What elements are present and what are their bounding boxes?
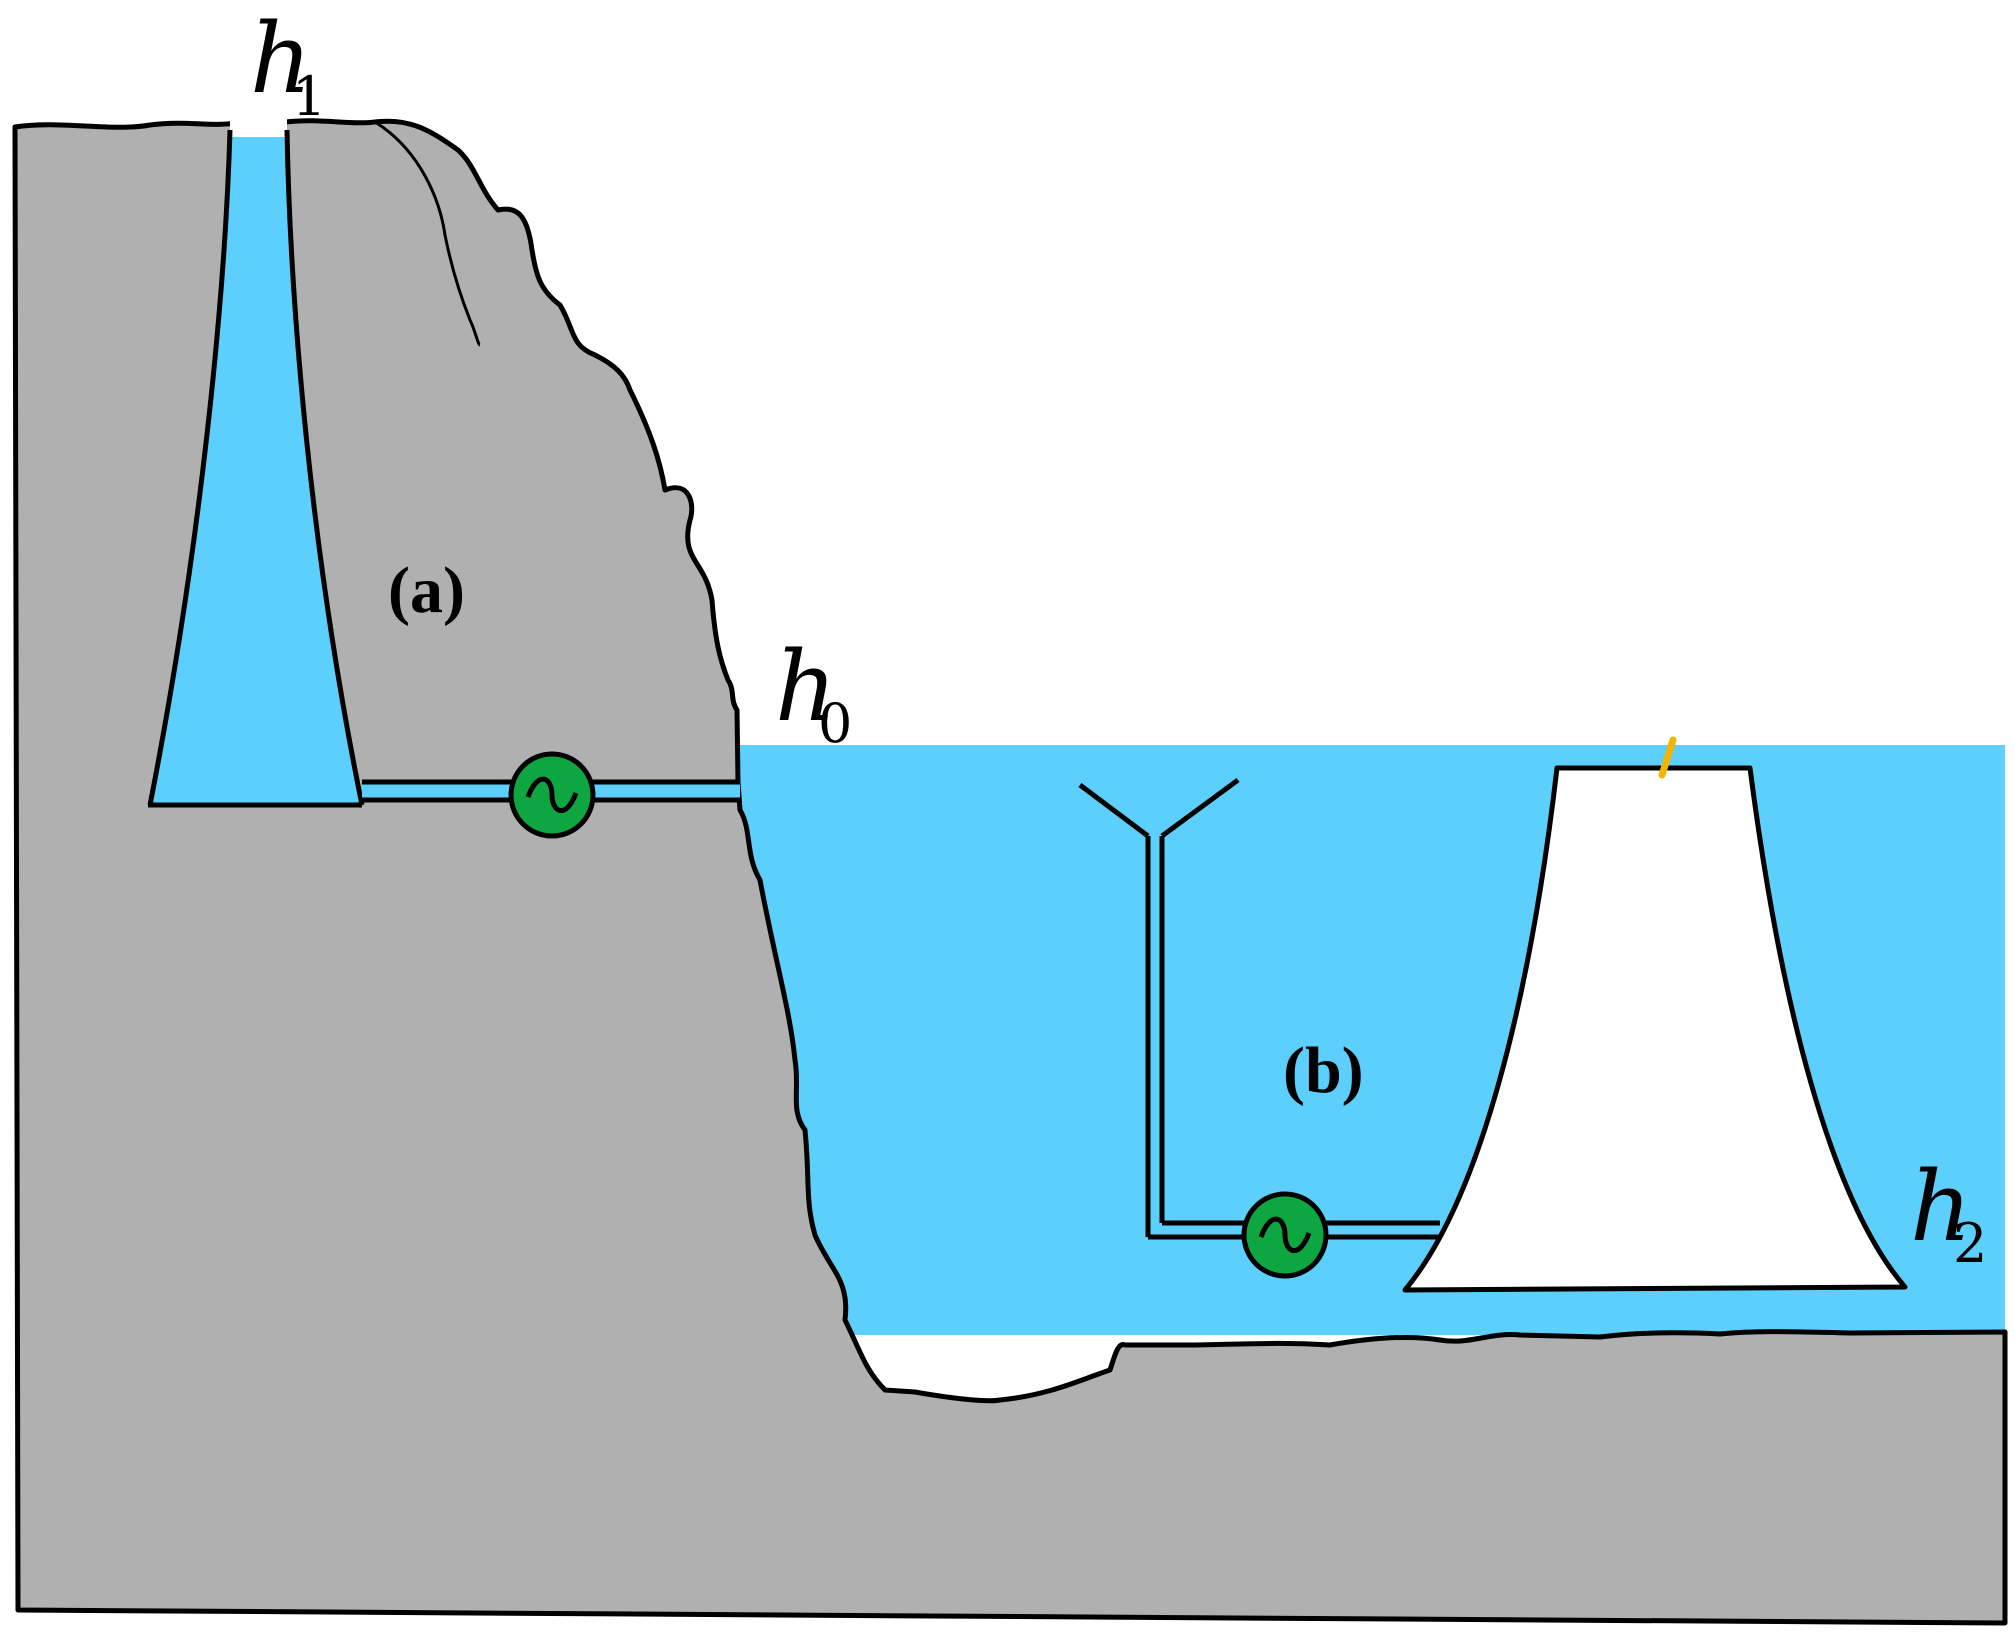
shaft-right-wall	[284, 129, 365, 806]
generator-icon	[508, 751, 596, 839]
label-panel-a: (a)	[388, 554, 465, 627]
water-level-marker	[1658, 736, 1677, 779]
label-panel-b: (b)	[1283, 1034, 1364, 1107]
label-h0: h0	[775, 631, 852, 755]
cliff-ridge	[374, 120, 482, 347]
generator-icon	[1241, 1191, 1329, 1279]
rock-mass	[12, 118, 2008, 1626]
label-h1: h1	[250, 3, 326, 128]
shaft-water	[150, 137, 362, 805]
caisson	[1402, 765, 1908, 1293]
shaft-gap	[230, 100, 287, 140]
shaft-left-wall	[147, 129, 233, 806]
label-h2: h2	[1910, 1151, 1987, 1275]
